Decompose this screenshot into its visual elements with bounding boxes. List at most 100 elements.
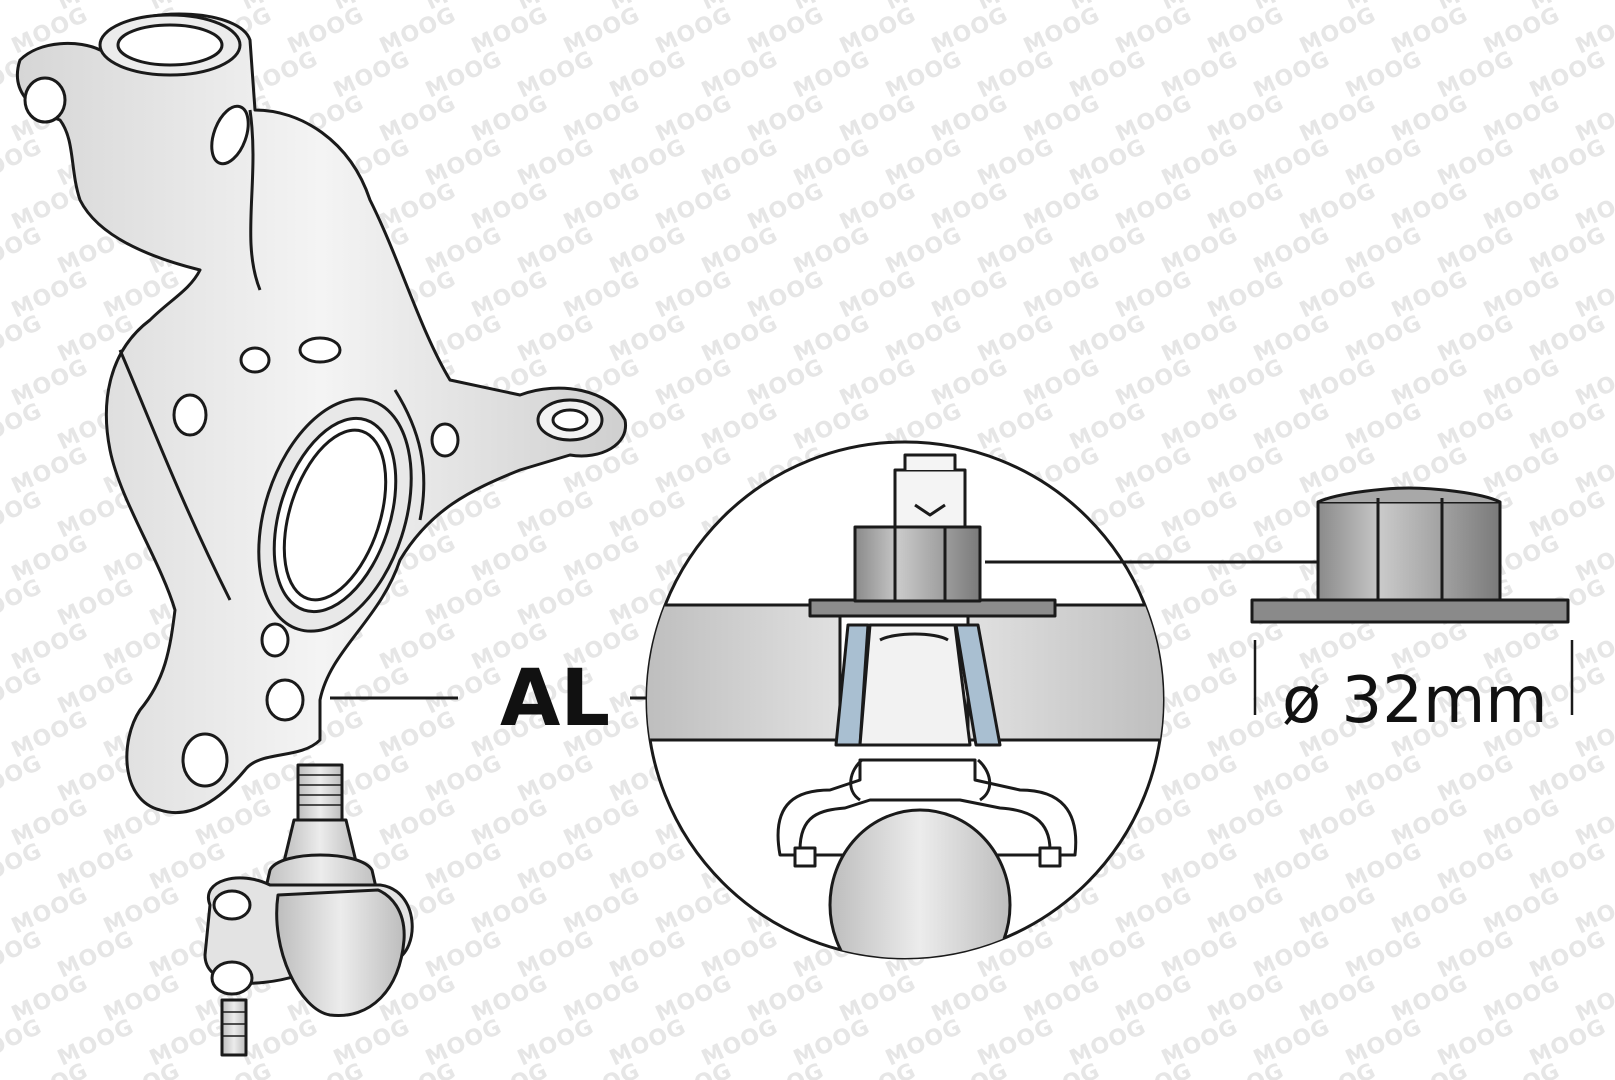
watermark-text: MOOG: [100, 1058, 184, 1080]
watermark-text: MOOG: [1020, 970, 1104, 1027]
watermark-text: MOOG: [560, 1058, 644, 1080]
hex-flange-nut-icon: [1250, 486, 1570, 624]
watermark-text: MOOG: [1020, 266, 1104, 323]
watermark-text: MOOG: [1066, 398, 1150, 455]
watermark-text: MOOG: [1158, 398, 1242, 455]
watermark-text: MOOG: [1158, 310, 1242, 367]
watermark-text: MOOG: [1066, 1014, 1150, 1071]
watermark-text: MOOG: [1526, 134, 1610, 191]
watermark-text: MOOG: [1480, 2, 1564, 59]
watermark-text: MOOG: [514, 838, 598, 895]
watermark-text: MOOG: [744, 2, 828, 59]
watermark-text: MOOG: [882, 1014, 966, 1071]
watermark-text: MOOG: [698, 134, 782, 191]
watermark-text: MOOG: [8, 618, 92, 675]
watermark-text: MOOG: [422, 750, 506, 807]
watermark-text: MOOG: [836, 970, 920, 1027]
watermark-text: MOOG: [698, 398, 782, 455]
watermark-text: MOOG: [882, 222, 966, 279]
watermark-text: MOOG: [882, 310, 966, 367]
watermark-text: MOOG: [1342, 838, 1426, 895]
watermark-text: MOOG: [974, 310, 1058, 367]
watermark-text: MOOG: [882, 46, 966, 103]
watermark-text: MOOG: [606, 134, 690, 191]
watermark-text: MOOG: [8, 882, 92, 939]
watermark-text: MOOG: [1296, 1058, 1380, 1080]
watermark-text: MOOG: [422, 46, 506, 103]
watermark-text: MOOG: [1112, 90, 1196, 147]
watermark-text: MOOG: [836, 354, 920, 411]
watermark-text: MOOG: [1342, 46, 1426, 103]
watermark-text: MOOG: [1388, 970, 1472, 1027]
watermark-text: MOOG: [1526, 486, 1610, 543]
watermark-text: MOOG: [422, 838, 506, 895]
watermark-text: MOOG: [468, 178, 552, 235]
watermark-text: MOOG: [606, 926, 690, 983]
watermark-text: MOOG: [0, 486, 46, 543]
watermark-text: MOOG: [1342, 750, 1426, 807]
watermark-text: MOOG: [376, 706, 460, 763]
watermark-text: MOOG: [1434, 134, 1518, 191]
watermark-text: MOOG: [1158, 222, 1242, 279]
watermark-text: MOOG: [1480, 266, 1564, 323]
watermark-text: MOOG: [514, 1014, 598, 1071]
watermark-text: MOOG: [1250, 398, 1334, 455]
watermark-text: MOOG: [1480, 90, 1564, 147]
watermark-text: MOOG: [1204, 530, 1288, 587]
watermark-text: MOOG: [0, 222, 46, 279]
ball-joint-icon: [203, 763, 414, 1057]
watermark-text: MOOG: [100, 970, 184, 1027]
watermark-text: MOOG: [54, 574, 138, 631]
watermark-text: MOOG: [744, 354, 828, 411]
watermark-text: MOOG: [1250, 838, 1334, 895]
watermark-text: MOOG: [422, 662, 506, 719]
watermark-text: MOOG: [1066, 310, 1150, 367]
watermark-text: MOOG: [1250, 222, 1334, 279]
watermark-text: MOOG: [606, 222, 690, 279]
watermark-text: MOOG: [1158, 134, 1242, 191]
watermark-text: MOOG: [790, 1014, 874, 1071]
watermark-text: MOOG: [1158, 662, 1242, 719]
watermark-text: MOOG: [1296, 178, 1380, 235]
watermark-text: MOOG: [974, 1014, 1058, 1071]
watermark-text: MOOG: [1526, 222, 1610, 279]
watermark-text: MOOG: [422, 1014, 506, 1071]
watermark-text: MOOG: [652, 90, 736, 147]
watermark-text: MOOG: [1434, 398, 1518, 455]
watermark-text: MOOG: [1112, 266, 1196, 323]
watermark-text: MOOG: [1204, 882, 1288, 939]
watermark-text: MOOG: [1204, 90, 1288, 147]
watermark-text: MOOG: [1526, 1014, 1610, 1071]
watermark-text: MOOG: [1342, 398, 1426, 455]
watermark-text: MOOG: [54, 838, 138, 895]
watermark-text: MOOG: [1480, 442, 1564, 499]
watermark-text: MOOG: [1296, 266, 1380, 323]
watermark-text: MOOG: [606, 486, 690, 543]
watermark-text: MOOG: [8, 354, 92, 411]
watermark-text: MOOG: [376, 90, 460, 147]
watermark-text: MOOG: [1066, 222, 1150, 279]
watermark-text: MOOG: [8, 530, 92, 587]
watermark-text: MOOG: [1020, 2, 1104, 59]
watermark-text: MOOG: [0, 574, 46, 631]
watermark-text: MOOG: [1572, 1058, 1615, 1080]
watermark-text: MOOG: [514, 574, 598, 631]
watermark-text: MOOG: [0, 838, 46, 895]
watermark-text: MOOG: [1204, 970, 1288, 1027]
watermark-text: MOOG: [1480, 882, 1564, 939]
watermark-text: MOOG: [1526, 398, 1610, 455]
watermark-text: MOOG: [1388, 266, 1472, 323]
watermark-text: MOOG: [238, 1014, 322, 1071]
watermark-text: MOOG: [790, 222, 874, 279]
watermark-text: MOOG: [928, 970, 1012, 1027]
watermark-text: MOOG: [652, 970, 736, 1027]
watermark-text: MOOG: [1388, 1058, 1472, 1080]
watermark-text: MOOG: [1204, 178, 1288, 235]
watermark-text: MOOG: [560, 794, 644, 851]
watermark-text: MOOG: [1250, 310, 1334, 367]
watermark-text: MOOG: [468, 794, 552, 851]
watermark-text: MOOG: [744, 970, 828, 1027]
watermark-text: MOOG: [744, 1058, 828, 1080]
watermark-text: MOOG: [0, 310, 46, 367]
